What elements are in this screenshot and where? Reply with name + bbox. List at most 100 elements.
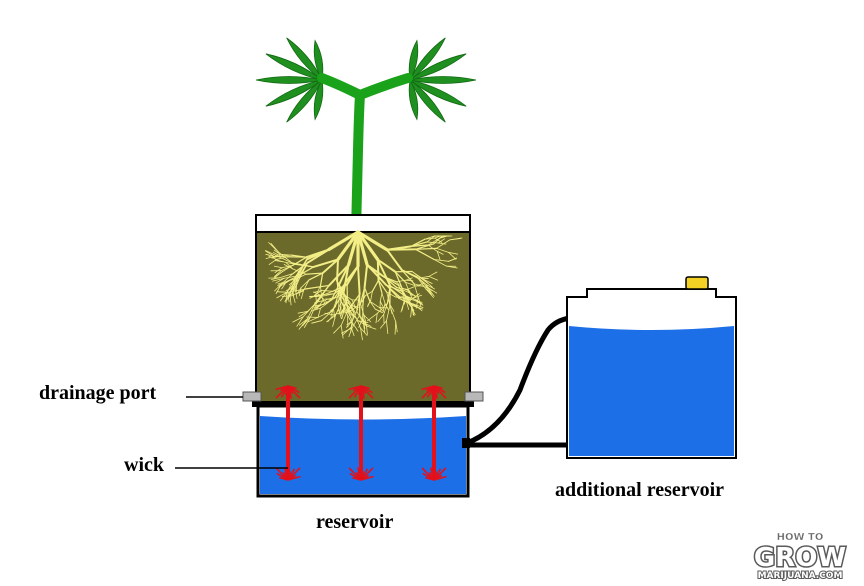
logo-line2: GROW — [754, 543, 846, 573]
root-segment — [314, 300, 324, 304]
root-segment — [270, 243, 280, 253]
root-segment — [346, 265, 360, 286]
root-segment — [281, 273, 294, 284]
additional-reservoir-cap — [685, 276, 709, 290]
root-segment — [401, 269, 419, 279]
root-segment — [339, 282, 346, 296]
root-segment — [363, 263, 369, 289]
root-segment — [386, 291, 397, 298]
root-segment — [385, 245, 412, 251]
root-segment — [341, 309, 345, 319]
root-segment — [404, 295, 412, 308]
root-segment — [411, 271, 425, 280]
root-segment — [276, 255, 293, 264]
root-segment — [412, 303, 424, 308]
root-segment — [335, 301, 342, 316]
root-segment — [433, 259, 449, 262]
root-segment — [265, 253, 275, 257]
root-segment — [425, 288, 433, 296]
root-segment — [297, 310, 308, 314]
root-segment — [345, 320, 353, 328]
root-segment — [377, 279, 388, 293]
root-segment — [386, 320, 389, 335]
root-segment — [296, 316, 304, 327]
connecting-hose — [466, 315, 571, 446]
root-segment — [434, 235, 441, 239]
root-segment — [389, 285, 406, 297]
root-segment — [385, 284, 400, 299]
root-segment — [309, 295, 321, 298]
root-segment — [436, 250, 441, 261]
root-segment — [363, 314, 372, 323]
root-segment — [362, 318, 366, 329]
root-segment — [423, 279, 433, 284]
root-segment — [436, 250, 444, 255]
root-segment — [417, 277, 427, 290]
root-segment — [428, 271, 438, 277]
root-segment — [448, 252, 457, 260]
root-segment — [345, 309, 353, 314]
root-segment — [287, 288, 306, 293]
root-segment — [413, 283, 419, 298]
root-segment — [366, 263, 385, 278]
root-segment — [412, 294, 423, 299]
wick-fray — [421, 385, 435, 391]
root-segment — [347, 314, 354, 327]
root-segment — [376, 258, 397, 273]
root-segment — [350, 305, 357, 314]
root-segment — [348, 309, 353, 323]
root-segment — [394, 271, 407, 284]
leaflet — [313, 78, 324, 121]
drainage-port-right — [464, 391, 484, 402]
root-segment — [265, 250, 278, 257]
root-segment — [287, 286, 294, 295]
root-segment — [366, 325, 368, 335]
leaflet — [409, 76, 477, 84]
leaflet — [286, 79, 323, 123]
root-segment — [376, 302, 388, 314]
howtogrowmarijuana-logo: HOW TO GROW MARIJUANA.COM — [742, 522, 858, 582]
root-segment — [278, 251, 293, 264]
plant-stem — [317, 73, 413, 237]
root-segment — [449, 237, 463, 241]
drainage-port-left — [242, 391, 262, 402]
root-segment — [376, 258, 380, 282]
plant-roots — [264, 230, 463, 341]
root-segment — [300, 279, 310, 289]
root-segment — [364, 290, 373, 297]
root-segment — [265, 255, 278, 259]
root-segment — [381, 292, 386, 304]
root-segment — [323, 296, 336, 305]
root-segment — [414, 243, 435, 250]
root-segment — [292, 316, 304, 323]
root-segment — [377, 279, 383, 294]
root-segment — [298, 318, 308, 330]
root-segment — [292, 274, 299, 288]
wicks — [275, 385, 447, 481]
root-segment — [292, 268, 307, 275]
root-segment — [408, 303, 418, 307]
root-segment — [281, 280, 288, 290]
root-segment — [415, 282, 425, 287]
root-segment — [386, 285, 391, 304]
root-segment — [282, 261, 295, 265]
root-segment — [433, 259, 447, 267]
leaflet — [286, 37, 323, 81]
root-segment — [401, 269, 415, 285]
wick-2 — [348, 385, 374, 481]
root-segment — [338, 263, 350, 286]
leaflet — [409, 53, 467, 81]
root-segment — [282, 263, 295, 272]
root-segment — [426, 284, 435, 290]
root-segment — [434, 237, 443, 243]
additional-reservoir-label: additional reservoir — [555, 479, 725, 501]
root-segment — [310, 301, 318, 318]
root-segment — [389, 305, 397, 323]
root-segment — [423, 279, 433, 288]
root-segment — [275, 277, 285, 284]
root-segment — [437, 238, 446, 244]
root-segment — [385, 248, 403, 271]
root-segment — [335, 296, 338, 307]
root-segment — [321, 290, 334, 292]
root-segment — [404, 295, 417, 301]
